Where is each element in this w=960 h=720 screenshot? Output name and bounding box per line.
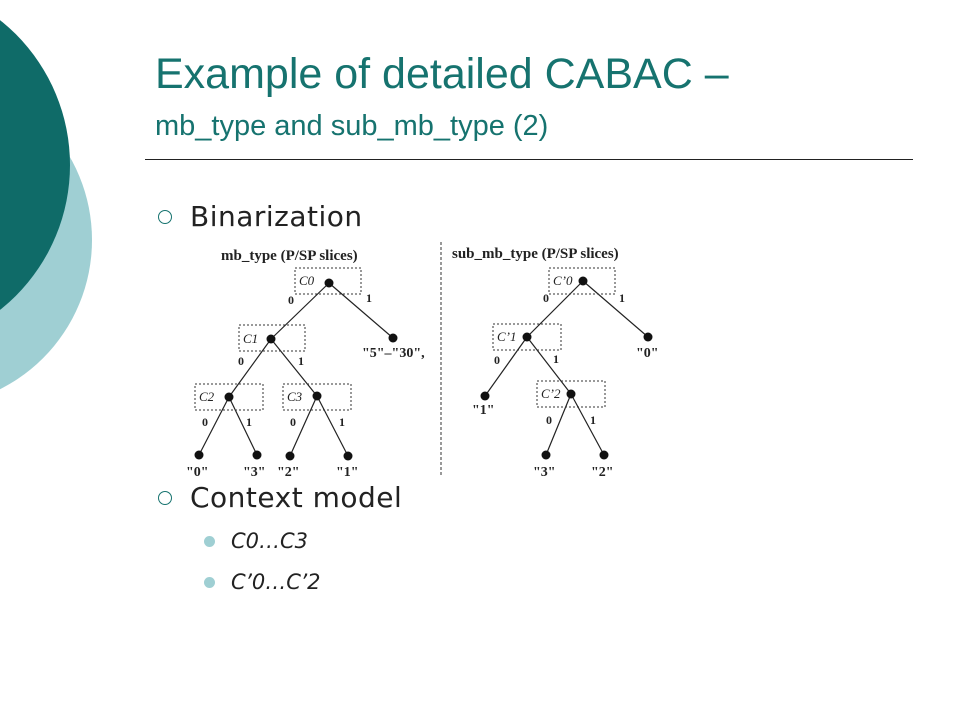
slide-subtitle: mb_type and sub_mb_type (2): [155, 110, 549, 142]
edge-label: 1: [553, 352, 559, 366]
edge-label: 1: [339, 415, 345, 429]
context-label-c2: C2: [199, 389, 215, 404]
mb-type-title: mb_type (P/SP slices): [221, 248, 358, 264]
right-context-boxes: [492, 267, 616, 408]
ring-bullet-icon: [158, 209, 172, 224]
edge-label: 1: [590, 413, 596, 427]
edge-label: 1: [366, 291, 372, 305]
edge-label: 1: [619, 291, 625, 305]
leaf-label: "2": [591, 465, 614, 480]
edge-label: 0: [494, 353, 500, 367]
leaf-label: "0": [186, 465, 209, 480]
leaf-label: "3": [243, 465, 266, 480]
dark-teal-circle: [0, 20, 70, 310]
left-tree-edges: [198, 282, 394, 457]
title-divider: [145, 159, 913, 160]
context-label-c0: C0: [299, 273, 315, 288]
bullet-label: Binarization: [190, 200, 363, 233]
decorative-circles: [0, 20, 92, 390]
context-label-c1-prime: C’1: [497, 329, 517, 344]
sub-bullet-c0p-c2p: C’0…C’2: [204, 570, 320, 594]
context-label-c0-prime: C’0: [553, 273, 573, 288]
bullet-context-model: Context model: [158, 481, 402, 514]
edge-label: 0: [202, 415, 208, 429]
ring-bullet-icon: [158, 490, 172, 505]
right-tree-edges: [484, 280, 649, 456]
edge-label: 1: [298, 354, 304, 368]
sub-bullet-c0-c3: C0…C3: [204, 529, 308, 553]
edge-label: 0: [543, 291, 549, 305]
dot-bullet-icon: [204, 576, 215, 588]
context-label-c3: C3: [287, 389, 303, 404]
dot-bullet-icon: [204, 535, 215, 547]
sub-bullet-label: C’0…C’2: [231, 570, 321, 594]
edge-label: 0: [546, 413, 552, 427]
left-tree-nodes: [194, 278, 398, 461]
leaf-label: "1": [336, 465, 359, 480]
bullet-binarization: Binarization: [158, 200, 363, 233]
edge-label: 0: [290, 415, 296, 429]
edge-label: 0: [288, 293, 294, 307]
sub-bullet-label: C0…C3: [231, 529, 309, 553]
bullet-label: Context model: [190, 481, 403, 514]
context-label-c1: C1: [243, 331, 258, 346]
leaf-label: "0": [636, 346, 659, 361]
slide-title: Example of detailed CABAC –: [155, 50, 729, 98]
edge-label: 0: [238, 354, 244, 368]
leaf-label: "3": [533, 465, 556, 480]
edge-label: 1: [246, 415, 252, 429]
leaf-label: "5"–"30",: [362, 346, 425, 361]
leaf-label: "2": [277, 465, 300, 480]
leaf-label: "1": [472, 403, 495, 418]
left-context-boxes: [194, 267, 362, 411]
right-tree-nodes: [480, 276, 653, 460]
context-label-c2-prime: C’2: [541, 386, 561, 401]
sub-mb-type-title: sub_mb_type (P/SP slices): [452, 246, 619, 262]
